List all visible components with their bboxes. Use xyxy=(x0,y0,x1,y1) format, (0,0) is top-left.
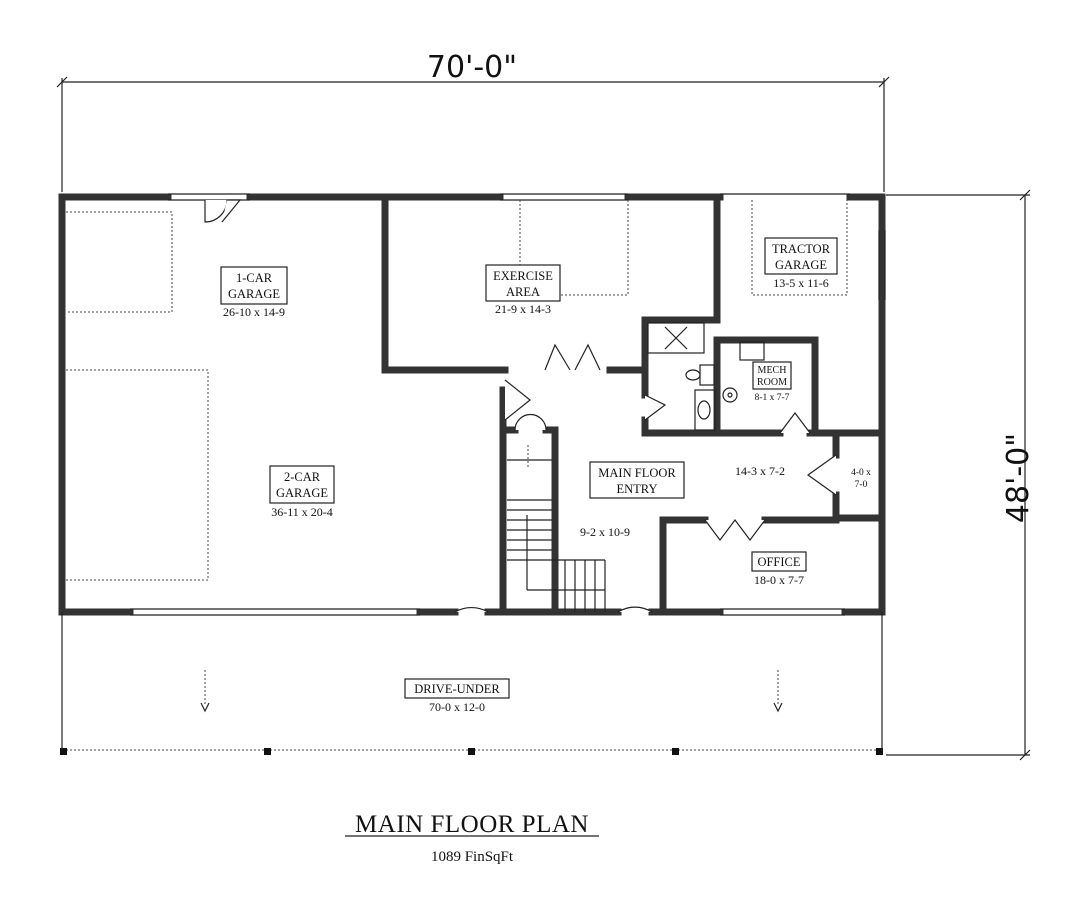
double-door-swing xyxy=(544,343,571,371)
room-size: 18-0 x 7-7 xyxy=(754,573,804,587)
interior-walls xyxy=(381,193,886,616)
closet-door-swing xyxy=(806,454,837,496)
door-swing xyxy=(504,379,531,421)
room-name: ENTRY xyxy=(617,482,658,496)
room-hall: 14-3 x 7-2 xyxy=(735,464,785,478)
room-size: 9-2 x 10-9 xyxy=(580,525,630,539)
room-size: 36-11 x 20-4 xyxy=(271,505,333,519)
entry-door-swing xyxy=(617,606,653,613)
staircase xyxy=(507,445,606,612)
room-size: 8-1 x 7-7 xyxy=(755,393,790,403)
room-name: 1-CAR xyxy=(236,271,273,285)
dotted-outlines xyxy=(66,200,880,751)
depth-dimension: 48'-0" xyxy=(886,189,1036,761)
room-name: GARAGE xyxy=(276,486,328,500)
room-name: DRIVE-UNDER xyxy=(414,682,500,696)
room-tractor-garage: TRACTOR GARAGE 13-5 x 11-6 xyxy=(764,237,838,290)
room-size: 4-0 x xyxy=(851,468,871,478)
width-dimension-label: 70'-0" xyxy=(427,50,517,85)
door-swing xyxy=(644,394,667,421)
room-name: MAIN FLOOR xyxy=(598,466,676,480)
room-main-floor-entry: MAIN FLOOR ENTRY 9-2 x 10-9 xyxy=(580,461,685,539)
room-size: 7-0 xyxy=(855,480,868,490)
door-swing xyxy=(779,412,811,434)
room-two-car-garage: 2-CAR GARAGE 36-11 x 20-4 xyxy=(269,465,335,519)
room-one-car-garage: 1-CAR GARAGE 26-10 x 14-9 xyxy=(220,266,288,319)
door-leaf xyxy=(221,199,242,223)
width-dimension: 70'-0" xyxy=(56,50,890,192)
room-office: OFFICE 18-0 x 7-7 xyxy=(751,551,807,587)
room-name: AREA xyxy=(506,285,540,299)
plan-title-block: MAIN FLOOR PLAN 1089 FinSqFt xyxy=(345,811,599,865)
room-name: GARAGE xyxy=(775,258,827,272)
room-mech-room: MECH ROOM 8-1 x 7-7 xyxy=(752,361,792,403)
room-name: 2-CAR xyxy=(284,470,321,484)
drive-under-posts xyxy=(60,612,883,755)
doors xyxy=(204,199,837,613)
bathroom-fixtures xyxy=(647,322,765,431)
plan-title: MAIN FLOOR PLAN xyxy=(355,811,589,838)
door-swing xyxy=(514,413,547,431)
double-door-swing xyxy=(574,343,601,371)
room-size: 70-0 x 12-0 xyxy=(429,700,485,714)
room-name: TRACTOR xyxy=(772,242,831,256)
garage-door-swing xyxy=(454,606,489,613)
room-drive-under: DRIVE-UNDER 70-0 x 12-0 xyxy=(404,678,510,714)
plan-area: 1089 FinSqFt xyxy=(431,849,514,865)
room-name: ROOM xyxy=(757,377,787,388)
room-name: GARAGE xyxy=(228,287,280,301)
room-name: OFFICE xyxy=(757,555,800,569)
room-size: 21-9 x 14-3 xyxy=(495,302,551,316)
room-exercise-area: EXERCISE AREA 21-9 x 14-3 xyxy=(485,264,561,316)
room-name: MECH xyxy=(758,365,787,376)
depth-dimension-label: 48'-0" xyxy=(1001,433,1036,523)
room-size: 26-10 x 14-9 xyxy=(223,305,285,319)
room-size: 14-3 x 7-2 xyxy=(735,464,785,478)
room-closet: 4-0 x 7-0 xyxy=(851,468,871,490)
room-name: EXERCISE xyxy=(493,269,553,283)
room-size: 13-5 x 11-6 xyxy=(773,276,829,290)
office-door-swing xyxy=(704,519,766,541)
